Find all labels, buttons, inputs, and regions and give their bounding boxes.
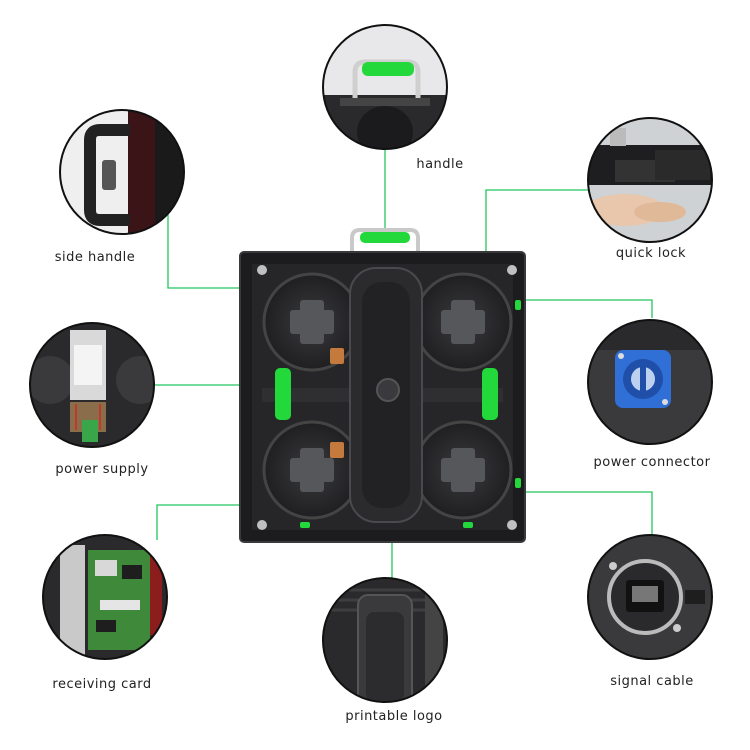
connector-side-handle [167,214,262,289]
side-handle-detail-icon [59,109,185,235]
label-receiving-card: receiving card [52,677,152,692]
power-supply-detail-icon [29,322,155,448]
label-power-connector: power connector [593,455,711,470]
led-cabinet [239,228,526,543]
signal-cable-detail-icon [587,534,713,660]
printable-logo-detail-icon [322,577,448,703]
quick-lock-detail-icon [587,117,713,243]
label-power-supply: power supply [55,462,149,477]
handle-detail-icon [322,24,448,150]
connector-quick-lock [485,189,588,258]
label-signal-cable: signal cable [610,674,694,689]
label-side-handle: side handle [54,250,136,265]
label-quick-lock: quick lock [615,246,687,261]
power-connector-detail-icon [587,319,713,445]
top-handle-icon [350,228,420,258]
receiving-card-detail-icon [42,534,168,660]
label-printable-logo: printable logo [345,709,443,724]
label-handle: handle [416,157,464,172]
